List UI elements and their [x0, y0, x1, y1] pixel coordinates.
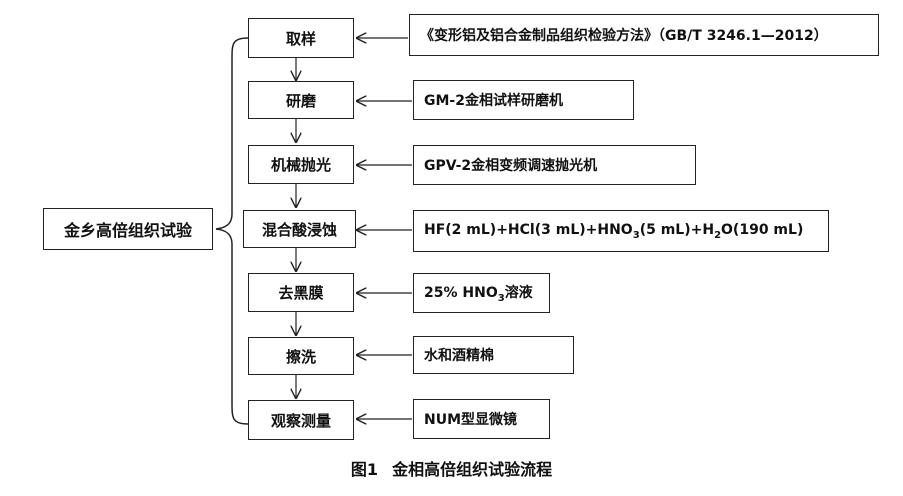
desc-text: HF(2 mL)+HCl(3 mL)+HNO3(5 mL)+H2O(190 mL…: [424, 221, 804, 241]
step-label: 观察测量: [270, 411, 331, 430]
root-label: 金乡高倍组织试验: [63, 221, 192, 240]
step-scrubbing: 擦洗: [248, 337, 354, 375]
figure-number: 图1: [350, 460, 379, 479]
figure-caption: 图1 金相高倍组织试验流程: [0, 456, 903, 480]
desc-text: 《变形铝及铝合金制品组织检验方法》（GB/T 3246.1—2012）: [420, 28, 828, 44]
desc-text: NUM型显微镜: [424, 412, 518, 428]
desc-microscope: NUM型显微镜: [413, 399, 550, 439]
step-label: 混合酸浸蚀: [261, 220, 337, 239]
desc-grinding-machine: GM-2金相试样研磨机: [413, 80, 634, 120]
step-grinding: 研磨: [248, 81, 354, 119]
step-label: 机械抛光: [270, 156, 331, 174]
step-label: 去黑膜: [278, 284, 324, 302]
desc-text: GPV-2金相变频调速抛光机: [424, 158, 598, 174]
step-label: 取样: [285, 29, 316, 48]
step-label: 研磨: [285, 91, 316, 110]
step-polishing: 机械抛光: [248, 145, 354, 184]
step-film-removal: 去黑膜: [248, 273, 354, 312]
desc-scrubbing-materials: 水和酒精棉: [413, 336, 574, 374]
step-observation: 观察测量: [248, 400, 354, 440]
desc-sampling-standard: 《变形铝及铝合金制品组织检验方法》（GB/T 3246.1—2012）: [409, 14, 879, 56]
step-label: 擦洗: [285, 347, 316, 366]
desc-polishing-machine: GPV-2金相变频调速抛光机: [413, 145, 696, 185]
step-etching: 混合酸浸蚀: [243, 210, 356, 248]
root-node: 金乡高倍组织试验: [43, 208, 213, 250]
step-sampling: 取样: [248, 18, 354, 58]
figure-title: 金相高倍组织试验流程: [392, 460, 553, 479]
desc-text: GM-2金相试样研磨机: [424, 93, 563, 109]
desc-film-removal-solution: 25% HNO3溶液: [413, 273, 550, 313]
desc-text: 水和酒精棉: [424, 348, 494, 364]
desc-etching-solution: HF(2 mL)+HCl(3 mL)+HNO3(5 mL)+H2O(190 mL…: [413, 210, 829, 252]
left-brace: [215, 37, 249, 425]
desc-text: 25% HNO3溶液: [424, 285, 533, 304]
